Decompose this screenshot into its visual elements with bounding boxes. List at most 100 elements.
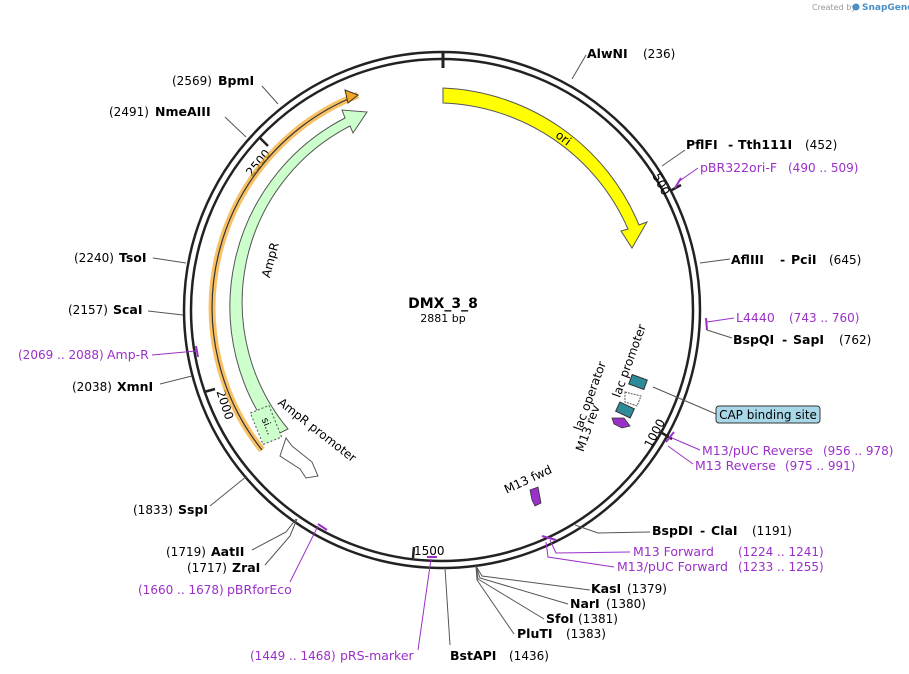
site-leader-xmni (159, 375, 193, 385)
site-bpmi[interactable]: BpmI (218, 73, 254, 88)
site-leader-bstapi (444, 567, 451, 646)
primer-m13-forward[interactable]: M13 Forward (633, 544, 714, 559)
site-pflfi[interactable]: PflFI (686, 137, 718, 152)
primers: pBR322ori-F (490 .. 509) L4440 (743 .. 7… (18, 160, 893, 663)
site-tsoi[interactable]: TsoI (119, 250, 147, 265)
site-zrai-pos: (1717) (187, 561, 227, 575)
site-pflfi-sep: - (728, 137, 733, 152)
site-sfoi-pos: (1381) (578, 612, 618, 626)
site-bspqi-pos: (762) (839, 333, 871, 347)
primer-leader-prs-marker (417, 558, 432, 651)
primer-m13puc-forward[interactable]: M13/pUC Forward (617, 559, 728, 574)
credit-brand: SnapGene (862, 3, 909, 13)
feature-m13-fwd[interactable] (529, 486, 542, 507)
site-bspqi[interactable]: BspQI (733, 332, 774, 347)
feature-ampr-label[interactable]: AmpR (259, 241, 282, 279)
feature-ampr-promoter[interactable] (279, 436, 319, 479)
site-bstapi-pos: (1436) (509, 649, 549, 663)
site-xmni-pos: (2038) (72, 380, 112, 394)
primer-mark-l4440 (705, 317, 708, 331)
primer-mark-m13-fwd (541, 535, 557, 541)
site-pluti[interactable]: PluTI (517, 626, 553, 641)
site-leader-tsoi (152, 257, 187, 264)
site-bstapi[interactable]: BstAPI (450, 648, 496, 663)
primer-mark-m13puc-rev (665, 431, 675, 443)
site-aatii-pos: (1719) (166, 545, 206, 559)
site-leader-sspi (209, 475, 248, 507)
tick-2500 (259, 137, 269, 147)
tick-1500 (411, 546, 416, 559)
enzyme-sites: AlwNI (236) PflFI - Tth111I (452) AflIII… (68, 46, 871, 663)
primer-mark-amp-r (195, 345, 199, 358)
primer-amp-r[interactable]: Amp-R (107, 347, 149, 362)
site-bpmi-pos: (2569) (172, 74, 212, 88)
site-sfoi[interactable]: SfoI (546, 611, 574, 626)
primer-leader-m13puc-forward (545, 541, 615, 568)
site-tth111i[interactable]: Tth111I (738, 137, 792, 152)
primer-prs-marker[interactable]: pRS-marker (340, 648, 415, 663)
site-leader-aatii (251, 518, 297, 551)
feature-ori[interactable] (442, 87, 649, 249)
site-aatii[interactable]: AatII (211, 544, 244, 559)
primer-leader-pbr322ori (677, 167, 699, 183)
site-afliii[interactable]: AflIII (731, 252, 764, 267)
feature-cap-site[interactable] (628, 373, 648, 391)
tick-label-500[interactable]: 500 (650, 171, 673, 198)
site-leaders-kasi-group (475, 565, 591, 635)
site-leader-alwni (571, 54, 587, 80)
site-afliii-pos: (645) (829, 253, 861, 267)
feature-lac-promoter[interactable] (624, 391, 642, 407)
feature-m13-fwd-label[interactable]: M13 fwd (502, 462, 554, 496)
primer-l4440[interactable]: L4440 (736, 310, 775, 325)
site-leader-afliii (699, 258, 731, 264)
site-pcii[interactable]: PciI (791, 252, 817, 267)
site-leader-nmeaiii (224, 116, 247, 138)
tick-label-1500[interactable]: 1500 (414, 544, 445, 558)
primer-m13puc-reverse-range: (956 .. 978) (823, 444, 893, 458)
primer-m13-reverse[interactable]: M13 Reverse (695, 458, 776, 473)
cap-label-text[interactable]: CAP binding site (719, 408, 817, 422)
site-leader-zrai (264, 518, 298, 566)
primer-leader-m13-rev (667, 445, 694, 465)
primer-m13puc-reverse[interactable]: M13/pUC Reverse (702, 443, 813, 458)
primer-pbr322ori-f[interactable]: pBR322ori-F (700, 160, 777, 175)
plasmid-name: DMX_3_8 (408, 296, 478, 312)
site-clai[interactable]: ClaI (711, 523, 738, 538)
site-sapi[interactable]: SapI (793, 332, 824, 347)
site-afliii-sep: - (780, 252, 785, 267)
site-zrai[interactable]: ZraI (232, 560, 260, 575)
site-alwni[interactable]: AlwNI (587, 46, 628, 61)
plasmid-length: 2881 bp (420, 312, 465, 325)
site-kasi-pos: (1379) (627, 582, 667, 596)
site-scai-pos: (2157) (68, 303, 108, 317)
site-kasi[interactable]: KasI (591, 581, 621, 596)
primer-mark-pbrforeco (317, 523, 328, 531)
site-sspi[interactable]: SspI (178, 502, 208, 517)
site-nari[interactable]: NarI (570, 596, 600, 611)
primer-leader-m13puc-rev (671, 437, 701, 451)
cap-label-box[interactable] (715, 405, 821, 424)
site-scai[interactable]: ScaI (113, 302, 143, 317)
site-bspdi-pos: (1191) (752, 524, 792, 538)
site-leader-bspdi (574, 524, 651, 534)
site-leader-bpmi (261, 85, 279, 105)
scale-ticks: 500 1000 1500 2000 2500 (203, 137, 682, 559)
primer-mark-pbr322ori (674, 177, 682, 189)
site-bspqi-sep: - (782, 332, 787, 347)
site-bspdi[interactable]: BspDI (652, 523, 693, 538)
feature-signal-sequence[interactable] (249, 404, 283, 446)
feature-ampr[interactable] (229, 109, 368, 437)
feature-lac-operator[interactable] (614, 401, 636, 419)
primer-leader-m13-forward (549, 539, 631, 554)
primer-prs-marker-range: (1449 .. 1468) (250, 649, 336, 663)
site-nmeaiii[interactable]: NmeAIII (155, 104, 211, 119)
site-leader-scai (147, 310, 184, 316)
site-xmni[interactable]: XmnI (117, 379, 153, 394)
primer-pbrforeco[interactable]: pBRforEco (227, 582, 292, 597)
feature-ampr-highlight-arrow (344, 89, 359, 104)
primer-leader-pbrforeco (289, 525, 319, 583)
feature-m13-rev[interactable] (611, 417, 631, 429)
site-nmeaiii-pos: (2491) (109, 105, 149, 119)
site-pluti-pos: (1383) (566, 627, 606, 641)
